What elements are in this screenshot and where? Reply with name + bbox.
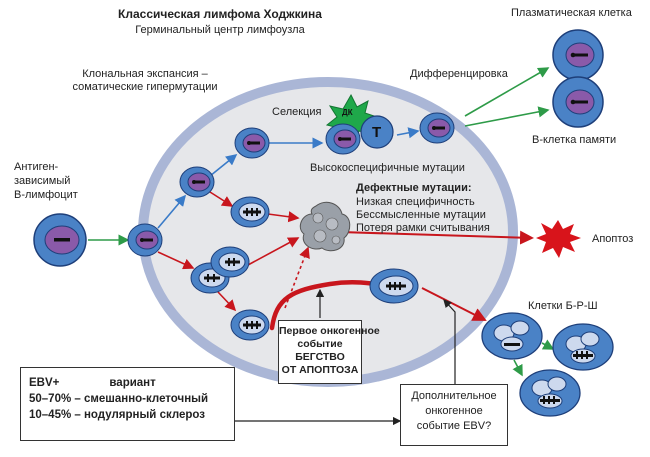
defective-item: Низкая специфичность: [356, 196, 475, 208]
arrow-to-apoptosis: [339, 230, 534, 245]
dk-label: ДК: [342, 108, 353, 117]
rs-cell-3: [519, 369, 581, 417]
ebv-variant-box: EBV+вариант 50–70% – смешанно-клеточный …: [20, 367, 235, 441]
cell-gen3-low: [210, 246, 250, 278]
rs-cell-2: [552, 323, 614, 371]
antigen-b-cell: [33, 213, 87, 267]
plasma-cell: [552, 29, 604, 81]
rs-cell-1: [481, 312, 543, 360]
mixed-cell-line: 50–70% – смешанно-клеточный: [29, 393, 209, 405]
apoptotic-body: [299, 201, 351, 252]
defective-item: Бессмысленные мутации: [356, 209, 486, 221]
apoptosis-label: Апоптоз: [592, 233, 634, 245]
first-event-line: событие: [297, 338, 343, 350]
arrows: [88, 67, 555, 426]
apoptosis-star: [536, 220, 581, 258]
cell-gen3-top: [234, 127, 270, 159]
cell-gen2-purple: [179, 166, 215, 198]
differentiation-cell: [419, 112, 455, 144]
defective-item: Потеря рамки считывания: [356, 222, 490, 234]
clonal-label: Клональная экспансия – соматические гипе…: [72, 68, 218, 93]
arrow-red-4: [247, 237, 300, 266]
variant-label: вариант: [109, 377, 156, 389]
t-label: Т: [372, 124, 382, 141]
arrow-to-rs: [421, 287, 487, 321]
memory-label: В-клетка памяти: [532, 134, 617, 146]
ebv-event-line: Дополнительное: [411, 390, 497, 402]
ebv-event-box: Дополнительное онкогенное событие EBV?: [400, 384, 508, 446]
arrow-to-diff: [396, 127, 420, 139]
escaped-cell: [369, 268, 419, 304]
arrow-red-dashed: [284, 246, 310, 309]
arrow-red-3: [267, 211, 300, 223]
first-event-line: БЕГСТВО: [295, 351, 345, 363]
cell-gen3-bottom: [230, 309, 270, 341]
first-event-line: Первое онкогенное: [279, 325, 380, 337]
arrow-to-memory: [464, 106, 550, 127]
arrow-rs-1: [541, 339, 555, 350]
plasma-label: Плазматическая клетка: [511, 7, 632, 19]
ebv-event-line: событие EBV?: [416, 420, 492, 432]
arrow-blue-1: [157, 194, 187, 229]
t-cell: [360, 115, 394, 149]
antigen-label: Антиген- зависимый В-лимфоцит: [14, 161, 78, 201]
memory-cell: [552, 76, 604, 128]
arrow-ebv-event: [443, 299, 456, 384]
arrow-to-plasma: [464, 67, 550, 117]
arrow-red-2: [209, 191, 234, 207]
differentiation-label: Дифференцировка: [410, 68, 508, 80]
arrow-blue-2: [209, 153, 238, 177]
arrow-red-1: [157, 251, 195, 270]
arrow-red-5: [217, 291, 237, 312]
diagram-subtitle: Герминальный центр лимфоузла: [135, 24, 305, 36]
nodular-line: 10–45% – нодулярный склероз: [29, 409, 206, 421]
selected-cell: [325, 123, 361, 155]
high-specific-label: Высокоспецифичные мутации: [310, 162, 465, 174]
arrow-rs-2: [512, 359, 523, 377]
cell-gen1: [127, 223, 163, 257]
defective-title: Дефектные мутации:: [356, 182, 472, 194]
rs-cells-label: Клетки Б-Р-Ш: [528, 300, 598, 312]
diagram-title: Классическая лимфома Ходжкина: [118, 7, 322, 21]
first-event-line: ОТ АПОПТОЗА: [281, 364, 359, 376]
ebv-label: EBV+: [29, 377, 60, 389]
cell-gen3-mid: [230, 196, 270, 228]
ebv-event-line: онкогенное: [425, 405, 483, 417]
selection-label: Селекция: [272, 106, 322, 118]
first-event-box: Первое онкогенное событие БЕГСТВО ОТ АПО…: [278, 320, 380, 384]
